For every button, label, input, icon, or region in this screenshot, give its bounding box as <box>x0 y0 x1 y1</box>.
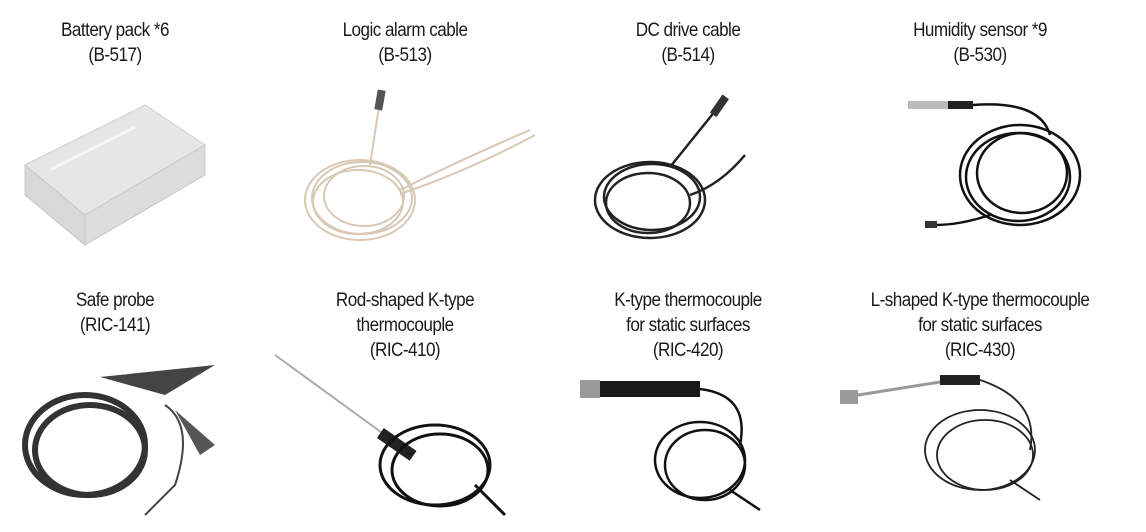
l-shaped-thermocouple-image <box>840 375 1041 501</box>
product-model: (B-514) <box>661 45 715 66</box>
product-name: K-type thermocouple <box>614 290 762 311</box>
product-label-logic-alarm-cable: Logic alarm cable (B-513) <box>270 18 540 68</box>
product-name-line2: for static surfaces <box>626 315 750 336</box>
product-model: (B-517) <box>88 45 142 66</box>
battery-pack-image <box>24 104 206 247</box>
product-label-l-shaped-thermocouple: L-shaped K-type thermocouple for static … <box>845 288 1115 363</box>
logic-alarm-cable-image <box>304 89 536 241</box>
product-label-static-surface-thermocouple: K-type thermocouple for static surfaces … <box>553 288 823 363</box>
product-name: Rod-shaped K-type <box>335 290 475 311</box>
product-label-rod-thermocouple: Rod-shaped K-type thermocouple (RIC-410) <box>270 288 540 363</box>
product-name: Safe probe <box>75 290 155 311</box>
product-name-line2: thermocouple <box>356 315 454 336</box>
product-model: (RIC-410) <box>369 340 441 361</box>
static-surface-thermocouple-image <box>580 380 761 512</box>
product-name-line2: for static surfaces <box>918 315 1042 336</box>
product-label-dc-drive-cable: DC drive cable (B-514) <box>553 18 823 68</box>
product-model: (B-530) <box>953 45 1007 66</box>
product-name: Battery pack *6 <box>61 20 169 41</box>
product-name: L-shaped K-type thermocouple <box>870 290 1090 311</box>
dc-drive-cable-image <box>593 94 746 240</box>
product-model: (RIC-420) <box>652 340 724 361</box>
rod-thermocouple-image <box>274 354 507 517</box>
product-model: (B-513) <box>378 45 432 66</box>
product-label-battery-pack: Battery pack *6 (B-517) <box>0 18 250 68</box>
product-name: Logic alarm cable <box>342 20 468 41</box>
product-label-safe-probe: Safe probe (RIC-141) <box>0 288 250 338</box>
product-model: (RIC-141) <box>79 315 151 336</box>
product-name: Humidity sensor *9 <box>913 20 1047 41</box>
safe-probe-image <box>22 365 215 516</box>
humidity-sensor-image <box>908 101 1082 228</box>
product-name: DC drive cable <box>635 20 741 41</box>
product-label-humidity-sensor: Humidity sensor *9 (B-530) <box>845 18 1115 68</box>
product-model: (RIC-430) <box>944 340 1016 361</box>
